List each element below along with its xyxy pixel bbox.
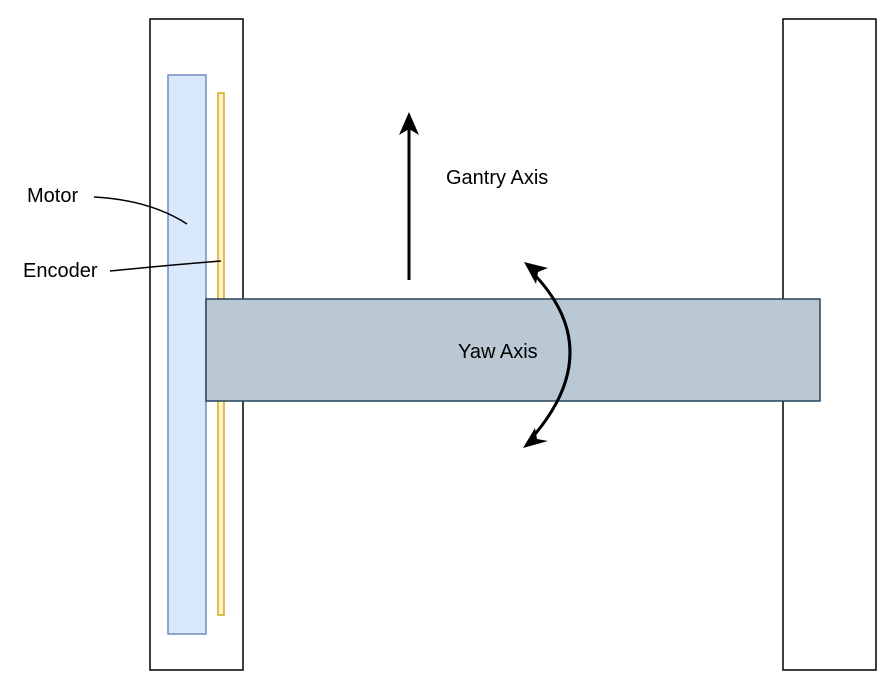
yaw-arrowhead-top xyxy=(524,262,548,284)
motor-leader-line xyxy=(93,196,188,225)
encoder-label: Encoder xyxy=(23,260,98,282)
yaw-axis-label: Yaw Axis xyxy=(458,341,538,363)
yaw-rotation-arrow xyxy=(528,268,572,441)
yaw-beam xyxy=(205,298,821,402)
motor-label: Motor xyxy=(27,185,78,207)
gantry-axis-arrowhead xyxy=(399,112,419,135)
motor-block xyxy=(167,74,207,635)
gantry-axis-label: Gantry Axis xyxy=(446,167,548,189)
yaw-arrowhead-bottom xyxy=(523,428,548,448)
encoder-leader-line xyxy=(109,260,222,272)
